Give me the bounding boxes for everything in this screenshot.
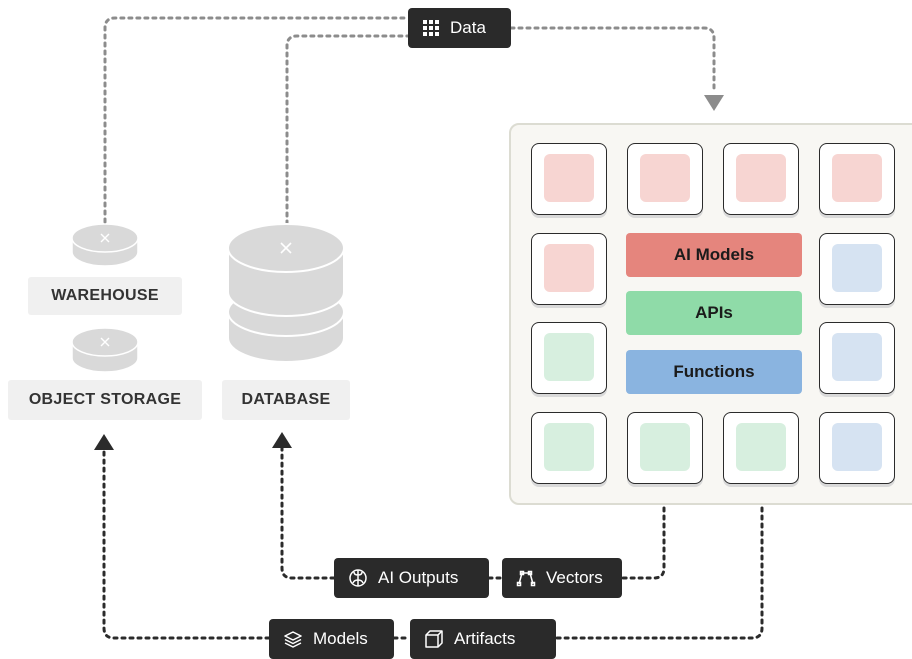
artifacts-label: Artifacts: [454, 629, 516, 648]
functions-bar: Functions: [626, 350, 802, 394]
object-storage-label: OBJECT STORAGE: [8, 380, 202, 420]
database-return-line: [280, 446, 336, 580]
database-cylinder-icon: [227, 223, 345, 363]
warehouse-data-line: [103, 16, 410, 240]
grid-icon: [423, 20, 439, 36]
vectors-label: Vectors: [546, 568, 603, 587]
green-tile: [723, 412, 799, 484]
red-tile: [531, 233, 607, 305]
object-storage-cylinder-icon: [71, 327, 139, 373]
red-tile: [819, 143, 895, 215]
models-pill: Models: [269, 619, 394, 659]
vectors-return-line: [620, 506, 666, 580]
arrow-down-icon: [704, 95, 724, 111]
cube-icon: [425, 630, 443, 648]
ai-models-bar: AI Models: [626, 233, 802, 277]
blue-tile: [819, 412, 895, 484]
vector-nodes-icon: [516, 570, 536, 587]
red-tile: [723, 143, 799, 215]
warehouse-cylinder-icon: [71, 223, 139, 267]
object-storage-return-line: [102, 448, 271, 640]
brain-icon: [349, 569, 367, 587]
red-tile: [531, 143, 607, 215]
red-tile: [627, 143, 703, 215]
models-label: Models: [313, 629, 368, 648]
ai-outputs-pill: AI Outputs: [334, 558, 489, 598]
arrow-up-icon: [272, 432, 292, 448]
blue-tile: [819, 233, 895, 305]
database-label: DATABASE: [222, 380, 350, 420]
warehouse-label: WAREHOUSE: [28, 277, 182, 315]
green-tile: [531, 322, 607, 394]
artifacts-pill: Artifacts: [410, 619, 556, 659]
data-label: Data: [450, 18, 486, 37]
vectors-pill: Vectors: [502, 558, 622, 598]
data-pill: Data: [408, 8, 511, 48]
layers-icon: [284, 631, 302, 648]
data-to-platform-line: [509, 26, 716, 94]
database-data-line: [285, 34, 410, 250]
ai-outputs-label: AI Outputs: [378, 568, 459, 587]
blue-tile: [819, 322, 895, 394]
arrow-up-icon: [94, 434, 114, 450]
artifacts-return-line: [554, 506, 764, 640]
green-tile: [627, 412, 703, 484]
green-tile: [531, 412, 607, 484]
apis-bar: APIs: [626, 291, 802, 335]
